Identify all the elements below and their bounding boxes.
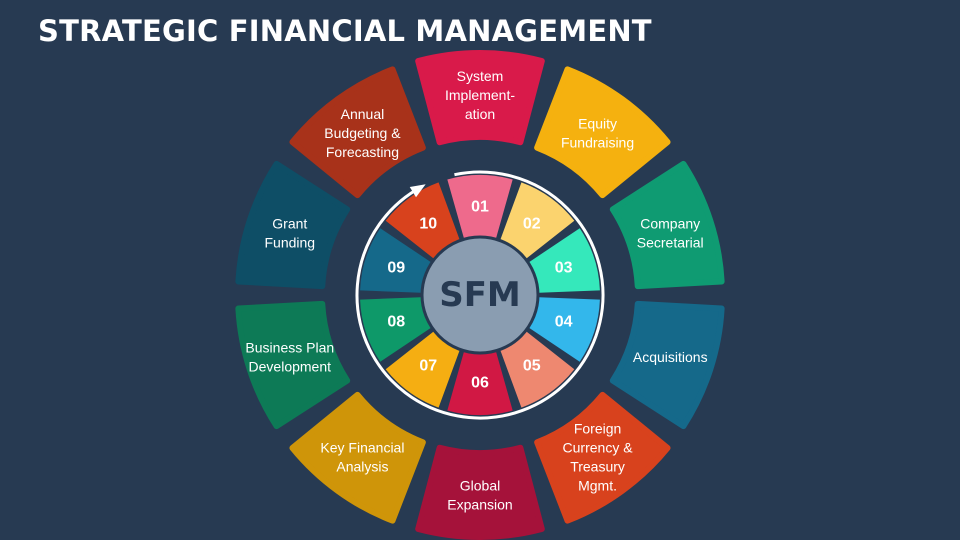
page-title: STRATEGIC FINANCIAL MANAGEMENT	[38, 14, 652, 48]
segment-label-line: Implement-	[445, 87, 515, 103]
inner-segment-01	[447, 175, 513, 242]
segment-label-line: Expansion	[447, 497, 512, 513]
progress-ring	[355, 170, 605, 420]
outer-segment-07	[289, 391, 426, 524]
segment-label-line: Secretarial	[637, 235, 704, 251]
outer-segment-03	[609, 160, 725, 290]
segment-label-line: Company	[640, 216, 700, 232]
center-circle	[420, 235, 540, 355]
outer-segment-05	[534, 391, 671, 524]
segment-number-06: 06	[471, 375, 489, 392]
inner-segment-10	[385, 182, 461, 261]
inner-segment-09	[360, 228, 434, 293]
inner-segment-07	[385, 329, 461, 408]
segment-label-line: Global	[460, 478, 500, 494]
segment-label-line: Key Financial	[320, 439, 404, 455]
outer-segment-04	[609, 300, 725, 430]
inner-segment-04	[526, 297, 600, 362]
segment-number-09: 09	[387, 259, 405, 276]
segment-label-line: Acquisitions	[633, 349, 708, 365]
outer-segment-01	[415, 50, 545, 146]
segment-label-line: Currency &	[563, 439, 634, 455]
inner-segment-03	[526, 228, 600, 293]
segment-label-line: Business Plan	[245, 339, 334, 355]
segment-number-03: 03	[555, 259, 573, 276]
outer-segment-08	[235, 300, 351, 430]
segment-number-02: 02	[523, 215, 541, 232]
segment-label-line: Foreign	[574, 420, 621, 436]
segment-label-line: System	[457, 68, 504, 84]
inner-segments: 01 02 03 04 05 06 07 08 09 10	[360, 175, 600, 415]
segment-label-line: Grant	[272, 216, 307, 232]
ring-arrowhead	[409, 184, 426, 198]
segment-label-line: Forecasting	[326, 144, 399, 160]
ring-arc	[355, 170, 605, 420]
segment-label-line: Annual	[341, 106, 385, 122]
segment-label-line: ation	[465, 106, 495, 122]
segment-label-line: Budgeting &	[324, 125, 401, 141]
center-label: SFM	[439, 275, 521, 315]
segment-number-05: 05	[523, 358, 541, 375]
segment-number-08: 08	[387, 314, 405, 331]
segment-label-line: Analysis	[336, 458, 388, 474]
center-hub: SFM	[420, 235, 540, 355]
segment-number-04: 04	[555, 314, 573, 331]
segment-number-07: 07	[419, 358, 437, 375]
segment-label-line: Treasury	[570, 458, 625, 474]
inner-segment-08	[360, 297, 434, 362]
inner-segment-02	[499, 182, 575, 261]
outer-segment-09	[235, 160, 351, 290]
inner-segment-06	[447, 348, 513, 415]
outer-segment-10	[289, 66, 426, 199]
segment-label-line: Fundraising	[561, 135, 634, 151]
segment-label-line: Funding	[264, 235, 315, 251]
segment-label-04: Acquisitions	[633, 349, 708, 365]
segment-label-line: Equity	[578, 116, 617, 132]
segment-number-01: 01	[471, 199, 489, 216]
outer-segment-06	[415, 444, 545, 540]
segment-label-line: Development	[249, 358, 332, 374]
segment-label-line: Mgmt.	[578, 477, 617, 493]
inner-segment-05	[499, 329, 575, 408]
outer-segment-02	[534, 66, 671, 199]
segment-number-10: 10	[419, 215, 437, 232]
